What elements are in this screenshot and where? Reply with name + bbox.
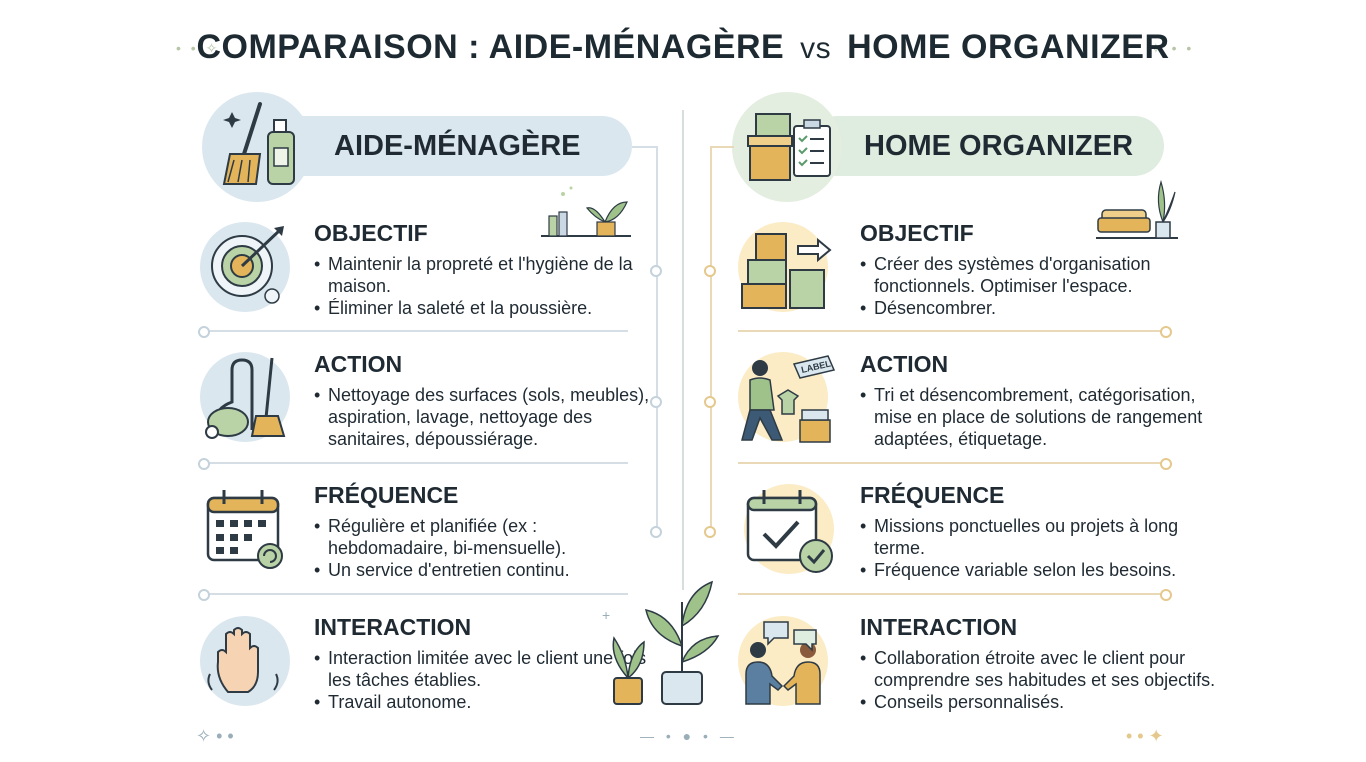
left-section-interaction: INTERACTION Interaction limitée avec le … <box>314 614 654 713</box>
right-interaction-item-2: Conseils personnalisés. <box>860 691 1230 713</box>
right-section-interaction: INTERACTION Collaboration étroite avec l… <box>860 614 1230 713</box>
left-separator-3 <box>202 593 628 595</box>
sofa-plant-icon <box>1096 179 1178 239</box>
right-bottom-decoration: • • ✦ <box>1126 726 1164 746</box>
left-connector-top <box>632 146 656 148</box>
left-sep-node-3 <box>198 589 210 601</box>
right-connector-top <box>710 146 734 148</box>
right-frequence-item-1: Missions ponctuelles ou projets à long t… <box>860 515 1230 559</box>
left-separator-1 <box>202 330 628 332</box>
left-objectif-item-2: Éliminer la saleté et la poussière. <box>314 297 654 319</box>
svg-text:+: + <box>602 607 610 623</box>
right-separator-3 <box>738 593 1164 595</box>
right-frequence-title: FRÉQUENCE <box>860 482 1005 508</box>
title-decoration-right: ✧ • • <box>1150 40 1195 56</box>
vacuum-broom-icon <box>200 352 290 442</box>
left-interaction-item-2: Travail autonome. <box>314 691 654 713</box>
right-node-3 <box>704 526 716 538</box>
left-sep-node-2 <box>198 458 210 470</box>
left-section-objectif: OBJECTIF Maintenir la propreté et l'hygi… <box>314 220 654 319</box>
right-separator-2 <box>738 462 1164 464</box>
left-action-item-1: Nettoyage des surfaces (sols, meubles), … <box>314 384 654 450</box>
right-connector-line <box>710 146 712 536</box>
left-frequence-item-1: Régulière et planifiée (ex : hebdomadair… <box>314 515 654 559</box>
target-icon <box>200 222 290 312</box>
left-section-action: ACTION Nettoyage des surfaces (sols, meu… <box>314 351 654 450</box>
right-objectif-title: OBJECTIF <box>860 220 974 246</box>
right-header-label: HOME ORGANIZER <box>864 129 1134 162</box>
right-frequence-item-2: Fréquence variable selon les besoins. <box>860 559 1230 581</box>
left-separator-2 <box>202 462 628 464</box>
right-section-frequence: FRÉQUENCE Missions ponctuelles ou projet… <box>860 482 1230 581</box>
right-action-item-1: Tri et désencombrement, catégorisation, … <box>860 384 1230 450</box>
right-objectif-item-1: Créer des systèmes d'organisation foncti… <box>860 253 1230 297</box>
title-right: HOME ORGANIZER <box>847 28 1170 66</box>
left-connector-line <box>656 146 658 536</box>
right-section-action: ACTION Tri et désencombrement, catégoris… <box>860 351 1230 450</box>
right-separator-1 <box>738 330 1164 332</box>
left-objectif-title: OBJECTIF <box>314 220 428 246</box>
left-bottom-decoration: ✧ • • <box>196 726 234 746</box>
calendar-check-icon <box>744 484 834 574</box>
boxes-checklist-icon <box>732 92 842 202</box>
title-left: COMPARAISON : AIDE-MÉNAGÈRE <box>196 28 785 66</box>
left-frequence-title: FRÉQUENCE <box>314 482 459 508</box>
left-header: AIDE-MÉNAGÈRE <box>272 116 632 176</box>
left-section-frequence: FRÉQUENCE Régulière et planifiée (ex : h… <box>314 482 654 581</box>
left-objectif-item-1: Maintenir la propreté et l'hygiène de la… <box>314 253 654 297</box>
left-action-title: ACTION <box>314 351 403 377</box>
right-sep-node-2 <box>1160 458 1172 470</box>
right-header: HOME ORGANIZER <box>808 116 1164 176</box>
left-interaction-item-1: Interaction limitée avec le client une f… <box>314 647 654 691</box>
stacked-boxes-icon <box>738 222 832 312</box>
right-section-objectif: OBJECTIF Créer des systèmes d'organisati… <box>860 220 1230 319</box>
center-divider <box>682 110 684 590</box>
title-decoration-left: • • ✧ <box>176 40 221 56</box>
right-action-title: ACTION <box>860 351 949 377</box>
handshake-icon <box>738 616 828 706</box>
right-node-1 <box>704 265 716 277</box>
hand-stop-icon <box>200 616 290 706</box>
title-vs: vs <box>800 32 832 65</box>
person-sorting-icon: LABEL <box>738 352 836 443</box>
broom-bottle-icon <box>202 92 312 202</box>
center-bottom-decoration: — • ● • — <box>640 728 738 744</box>
right-sep-node-3 <box>1160 589 1172 601</box>
right-sep-node-1 <box>1160 326 1172 338</box>
page-title: COMPARAISON : AIDE-MÉNAGÈRE vs HOME ORGA… <box>0 28 1366 67</box>
left-frequence-item-2: Un service d'entretien continu. <box>314 559 654 581</box>
right-interaction-title: INTERACTION <box>860 614 1018 640</box>
left-interaction-title: INTERACTION <box>314 614 472 640</box>
right-interaction-item-1: Collaboration étroite avec le client pou… <box>860 647 1230 691</box>
shelf-plant-icon <box>541 186 631 237</box>
right-objectif-item-2: Désencombrer. <box>860 297 1230 319</box>
left-sep-node-1 <box>198 326 210 338</box>
right-node-2 <box>704 396 716 408</box>
plants-icon: + <box>602 580 720 705</box>
calendar-icon <box>200 484 290 574</box>
left-header-label: AIDE-MÉNAGÈRE <box>334 129 581 162</box>
